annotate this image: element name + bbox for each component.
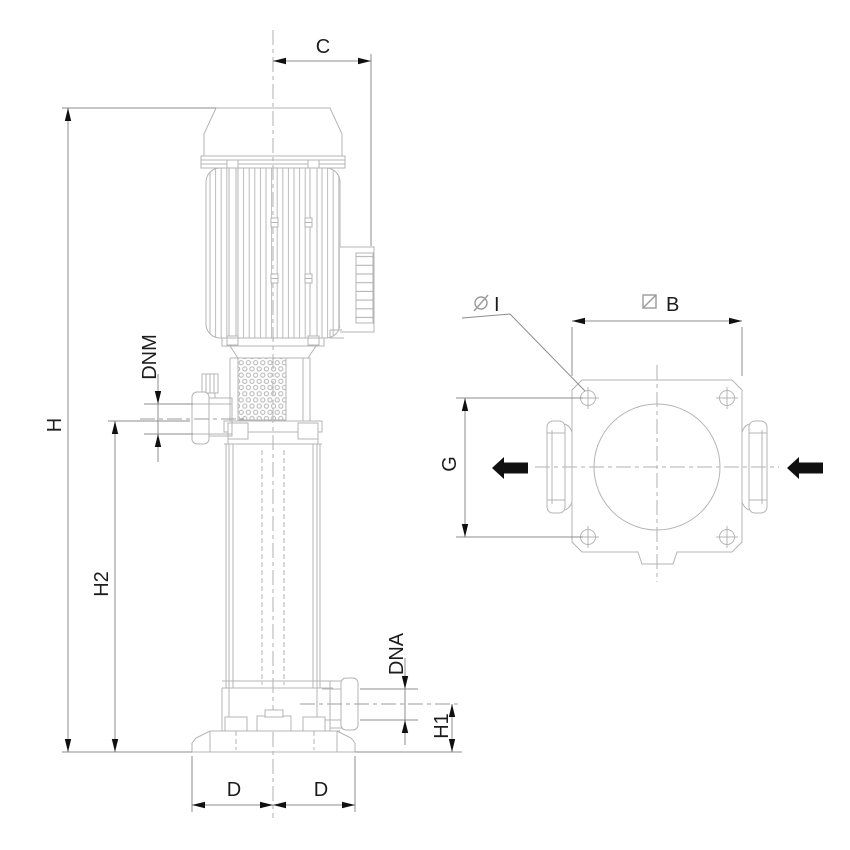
discharge-flange: [191, 391, 210, 445]
perforated-guard: [237, 357, 287, 421]
dim-label-G: G: [439, 456, 461, 472]
suction-port: [221, 677, 462, 731]
hidden-shaft-lines: [261, 450, 285, 685]
dim-label-C: C: [316, 36, 330, 58]
dimension-H2: H2: [91, 420, 190, 752]
dim-label-DNA: DNA: [386, 632, 408, 675]
motor-body: [205, 159, 341, 346]
dim-label-I: I: [494, 294, 500, 316]
pump-body-circle: [593, 403, 721, 531]
terminal-box: [329, 246, 375, 339]
dim-label-D-right: D: [314, 779, 328, 801]
side-view: C H H2 DNM DNA H1: [44, 30, 462, 818]
dimension-B: B: [571, 294, 743, 376]
dimension-DNM: DNM: [139, 334, 193, 462]
dim-label-H1: H1: [431, 713, 453, 739]
dim-label-D-left: D: [227, 779, 241, 801]
square-symbol: [642, 294, 657, 309]
pump-base: [191, 709, 356, 753]
outlet-flange-left: [546, 420, 573, 514]
drain-plug: [264, 709, 284, 718]
dim-label-H: H: [44, 418, 66, 432]
dimension-H: H: [44, 107, 216, 753]
motor-screws: [270, 217, 313, 284]
dim-label-H2: H2: [91, 571, 113, 597]
inlet-flow-arrow: [787, 457, 823, 479]
discharge-port: [140, 373, 245, 445]
dimension-G: G: [439, 397, 583, 538]
bolt-holes: [577, 387, 738, 548]
dimension-I: I: [461, 294, 586, 392]
motor-tie-rod-right: [309, 163, 318, 341]
motor-tie-rod-left: [228, 163, 237, 341]
outlet-flow-arrow: [492, 457, 528, 479]
dimension-DNA: DNA: [360, 632, 418, 745]
diameter-symbol: [473, 294, 489, 312]
base-plate-outline: [571, 379, 743, 565]
dim-label-DNM: DNM: [139, 334, 161, 380]
coupling-guard: [226, 357, 316, 422]
pump-column: [222, 443, 343, 717]
terminal-box-ribs: [355, 252, 374, 324]
discharge-head: [223, 420, 323, 445]
dimension-D: D D: [191, 756, 356, 812]
dimension-H1: H1: [355, 704, 462, 753]
dim-label-B: B: [666, 294, 679, 316]
dimension-C: C: [273, 36, 372, 246]
inlet-flange-right: [741, 420, 768, 514]
top-view: B G I: [439, 294, 823, 582]
